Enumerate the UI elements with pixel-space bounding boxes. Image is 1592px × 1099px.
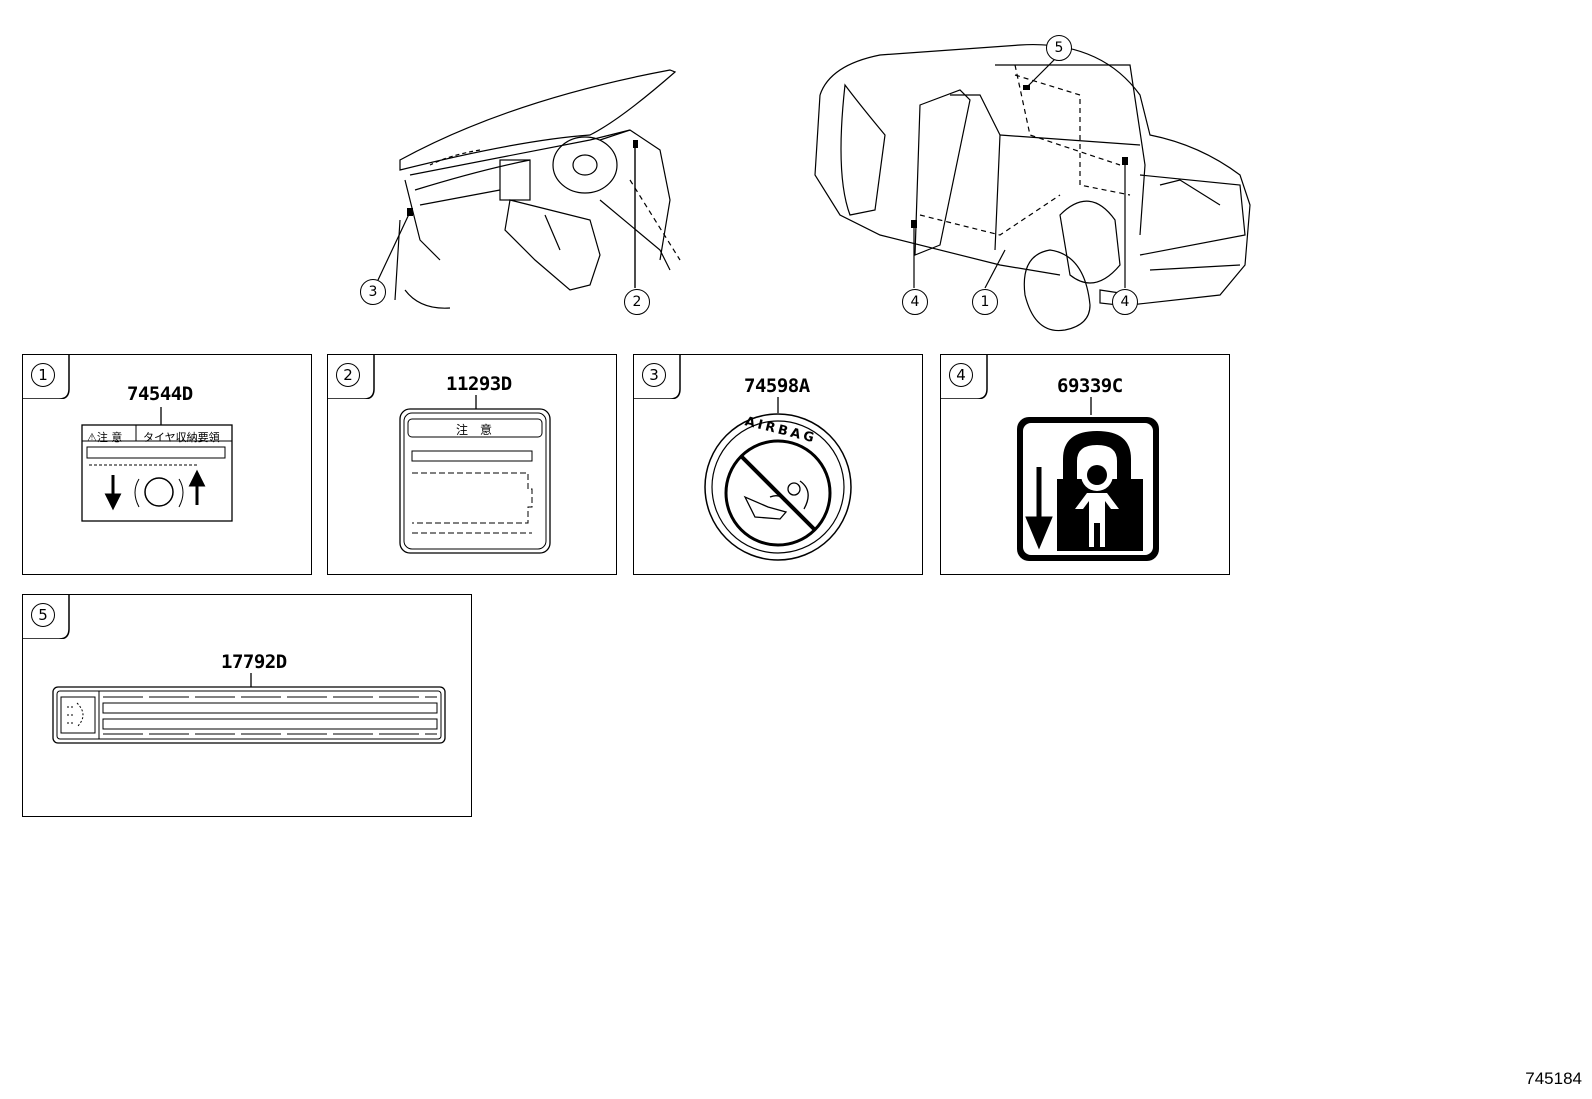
label-heading-right: タイヤ収納要領 [143, 431, 220, 444]
panel-index-badge: 3 [642, 363, 666, 387]
panel-69339C: 4 69339C [940, 354, 1230, 575]
airbag-warning-label [704, 397, 852, 561]
figure-id: 745184 [1525, 1069, 1582, 1088]
panel-11293D: 2 11293D 注 意 [327, 354, 617, 575]
part-number: 69339C [1057, 375, 1123, 397]
callout-3-interior: 3 [360, 279, 386, 305]
panel-74598A: 3 74598A AIRBAG [633, 354, 923, 575]
panel-74544D: 1 74544D ⚠注 意 タイヤ収納要領 [22, 354, 312, 575]
callout-4-door: 4 [902, 289, 928, 315]
caution-label [399, 395, 551, 554]
panel-17792D: 5 17792D [22, 594, 472, 817]
child-lock-label [1017, 397, 1159, 561]
interior-dashboard-illustration [377, 69, 681, 309]
pickup-truck-illustration [814, 43, 1251, 332]
panel-index-badge: 1 [31, 363, 55, 387]
tire-storage-label [81, 407, 233, 522]
label-heading: 注 意 [456, 423, 493, 437]
callout-5-roof: 5 [1046, 35, 1072, 61]
part-number: 74544D [127, 383, 193, 405]
part-number: 74598A [744, 375, 810, 397]
panel-index-badge: 2 [336, 363, 360, 387]
callout-1-door: 1 [972, 289, 998, 315]
panel-index-badge: 4 [949, 363, 973, 387]
label-heading-left: ⚠注 意 [87, 431, 123, 444]
callout-4-rear: 4 [1112, 289, 1138, 315]
panel-index-badge: 5 [31, 603, 55, 627]
part-number: 17792D [221, 651, 287, 673]
callout-2-interior: 2 [624, 289, 650, 315]
part-number: 11293D [446, 373, 512, 395]
strip-label [52, 673, 446, 744]
